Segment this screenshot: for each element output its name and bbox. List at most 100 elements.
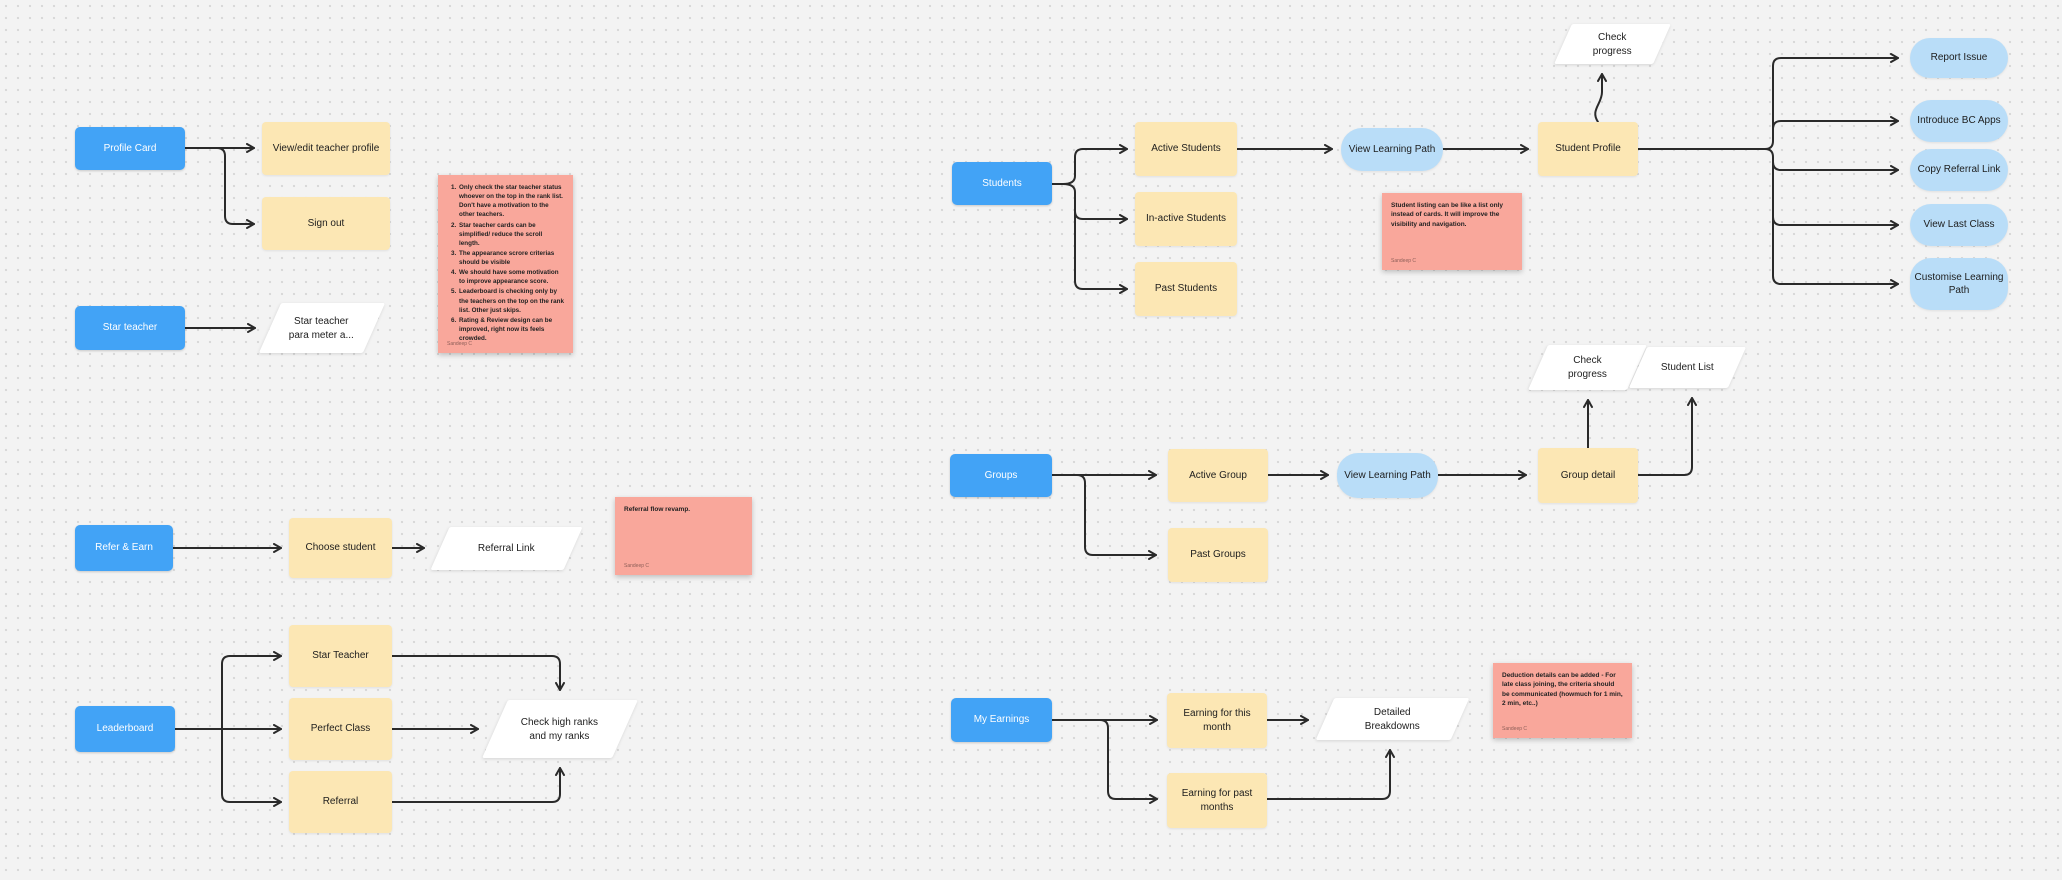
connector-students-to-active-students[interactable] <box>1051 144 1128 185</box>
node-label: Profile Card <box>103 142 157 154</box>
node-refer-and-earn[interactable]: Refer & Earn <box>75 525 173 571</box>
connector-star-teacher-card-to-check-high-ranks[interactable] <box>391 655 565 691</box>
connector-groups-to-past-groups[interactable] <box>1051 474 1157 560</box>
node-view-edit-teacher-profile[interactable]: View/edit teacher profile <box>262 122 390 175</box>
node-label: Report Issue <box>1930 52 1988 64</box>
node-label: Group detail <box>1560 469 1616 481</box>
node-label: Earning for this month <box>1183 708 1251 733</box>
sticky-note-text: Student listing can be like a list only … <box>1391 202 1503 228</box>
node-label: Check progress <box>1568 355 1607 380</box>
node-profile-card[interactable]: Profile Card <box>75 127 185 170</box>
sticky-note[interactable]: Student listing can be like a list only … <box>1382 193 1522 270</box>
node-check-progress-group[interactable]: Check progress <box>1527 345 1648 390</box>
node-label: Star teacher para meter a... <box>289 315 355 341</box>
sticky-note-text: Deduction details can be added - For lat… <box>1502 672 1623 708</box>
node-label: Students <box>982 177 1022 189</box>
connector-student-profile-to-copy-referral-link[interactable] <box>1772 161 1899 175</box>
node-label: Star teacher <box>102 322 158 334</box>
connector-my-earnings-to-earning-past-months[interactable] <box>1051 719 1158 804</box>
sticky-note-author: Sandeep C <box>1391 257 1417 264</box>
connector-student-profile-to-introduce-bc-apps[interactable] <box>1772 116 1899 130</box>
node-past-students[interactable]: Past Students <box>1135 262 1237 316</box>
connector-students-to-inactive-students[interactable] <box>1051 183 1128 224</box>
node-label: Choose student <box>305 542 376 554</box>
sticky-note-list-item: We should have some motivation to improv… <box>458 268 564 286</box>
node-label: Student List <box>1661 361 1714 373</box>
node-inactive-students[interactable]: In-active Students <box>1135 192 1237 246</box>
node-label: Earning for past months <box>1181 788 1253 813</box>
node-star-teacher-parameter[interactable]: Star teacher para meter a... <box>258 303 386 353</box>
node-report-issue[interactable]: Report Issue <box>1910 38 2008 78</box>
connector-students-to-past-students[interactable] <box>1074 204 1128 294</box>
node-label: Refer & Earn <box>95 542 153 554</box>
node-perfect-class[interactable]: Perfect Class <box>289 698 392 760</box>
node-view-learning-path-students[interactable]: View Learning Path <box>1341 128 1443 171</box>
node-label: Groups <box>984 469 1018 481</box>
node-customise-learning-path[interactable]: Customise Learning Path <box>1910 258 2008 310</box>
node-groups[interactable]: Groups <box>950 454 1052 497</box>
sticky-note-list-item: Rating & Review design can be improved, … <box>458 316 564 343</box>
connector-leaderboard-to-referral-card[interactable] <box>221 728 282 807</box>
node-past-groups[interactable]: Past Groups <box>1168 528 1268 582</box>
node-label: Student Profile <box>1555 143 1621 155</box>
sticky-note-author: Sandeep C <box>1502 725 1528 732</box>
node-label: Referral <box>322 796 359 808</box>
node-label: Check high ranks and my ranks <box>521 716 599 742</box>
node-sign-out[interactable]: Sign out <box>262 197 390 250</box>
node-earning-past-months[interactable]: Earning for past months <box>1167 773 1267 828</box>
connector-student-profile-to-report-issue[interactable] <box>1637 53 1899 150</box>
connector-leaderboard-to-star-teacher-card[interactable] <box>221 651 282 730</box>
node-label: Introduce BC Apps <box>1917 115 2001 127</box>
sticky-note-author: Sandeep C <box>624 562 650 569</box>
node-referral-card[interactable]: Referral <box>289 771 392 833</box>
node-label: View Last Class <box>1923 219 1995 231</box>
node-student-list[interactable]: Student List <box>1628 347 1747 388</box>
node-student-profile[interactable]: Student Profile <box>1538 122 1638 176</box>
node-check-progress-student[interactable]: Check progress <box>1554 24 1671 64</box>
node-label: Copy Referral Link <box>1917 164 2001 176</box>
connector-earning-past-months-to-detailed-breakdowns[interactable] <box>1266 749 1395 800</box>
node-label: Leaderboard <box>96 723 154 735</box>
node-label: Perfect Class <box>310 723 371 735</box>
sticky-note-list-item: Star teacher cards can be simplified/ re… <box>458 221 564 248</box>
connector-student-profile-to-view-last-class[interactable] <box>1772 216 1899 230</box>
node-label: Check progress <box>1593 31 1632 57</box>
node-referral-link[interactable]: Referral Link <box>430 527 583 570</box>
node-earning-this-month[interactable]: Earning for this month <box>1167 693 1267 748</box>
node-view-last-class[interactable]: View Last Class <box>1910 204 2008 246</box>
node-label: Past Students <box>1154 283 1218 295</box>
sticky-note-list-item: The appearance scrore criterias should b… <box>458 249 564 267</box>
sticky-note-list-item: Leaderboard is checking only by the teac… <box>458 287 564 314</box>
connector-group-detail-to-student-list[interactable] <box>1637 397 1697 476</box>
node-label: Detailed Breakdowns <box>1364 706 1421 732</box>
node-view-learning-path-groups[interactable]: View Learning Path <box>1337 453 1438 498</box>
connector-referral-card-to-check-high-ranks[interactable] <box>391 767 565 803</box>
node-detailed-breakdowns[interactable]: Detailed Breakdowns <box>1315 698 1470 740</box>
sticky-note[interactable]: Deduction details can be added - For lat… <box>1493 663 1632 738</box>
connector-profile-card-to-sign-out[interactable] <box>216 147 255 229</box>
node-students[interactable]: Students <box>952 162 1052 205</box>
sticky-note-list-item: Only check the star teacher status whoev… <box>458 183 564 220</box>
node-label: Past Groups <box>1190 549 1246 561</box>
sticky-note[interactable]: Referral flow revamp.Sandeep C <box>615 497 752 575</box>
node-active-group[interactable]: Active Group <box>1168 449 1268 502</box>
node-star-teacher-card[interactable]: Star Teacher <box>289 625 392 687</box>
node-leaderboard[interactable]: Leaderboard <box>75 706 175 752</box>
node-copy-referral-link[interactable]: Copy Referral Link <box>1910 149 2008 191</box>
connector-student-profile-to-customise-learning-path[interactable] <box>1637 148 1899 289</box>
node-group-detail[interactable]: Group detail <box>1538 448 1638 503</box>
node-introduce-bc-apps[interactable]: Introduce BC Apps <box>1910 100 2008 142</box>
node-star-teacher[interactable]: Star teacher <box>75 306 185 350</box>
node-active-students[interactable]: Active Students <box>1135 122 1237 176</box>
node-check-high-ranks[interactable]: Check high ranks and my ranks <box>482 700 638 758</box>
sticky-note-list: Only check the star teacher status whoev… <box>447 183 564 343</box>
node-my-earnings[interactable]: My Earnings <box>951 698 1052 742</box>
node-label: Referral Link <box>478 542 535 554</box>
sticky-note-author: Sandeep C <box>447 340 473 347</box>
node-label: Customise Learning Path <box>1914 271 2004 297</box>
node-choose-student[interactable]: Choose student <box>289 518 392 578</box>
sticky-note[interactable]: Only check the star teacher status whoev… <box>438 175 573 353</box>
connector-student-profile-to-check-progress-student[interactable] <box>1594 73 1607 123</box>
